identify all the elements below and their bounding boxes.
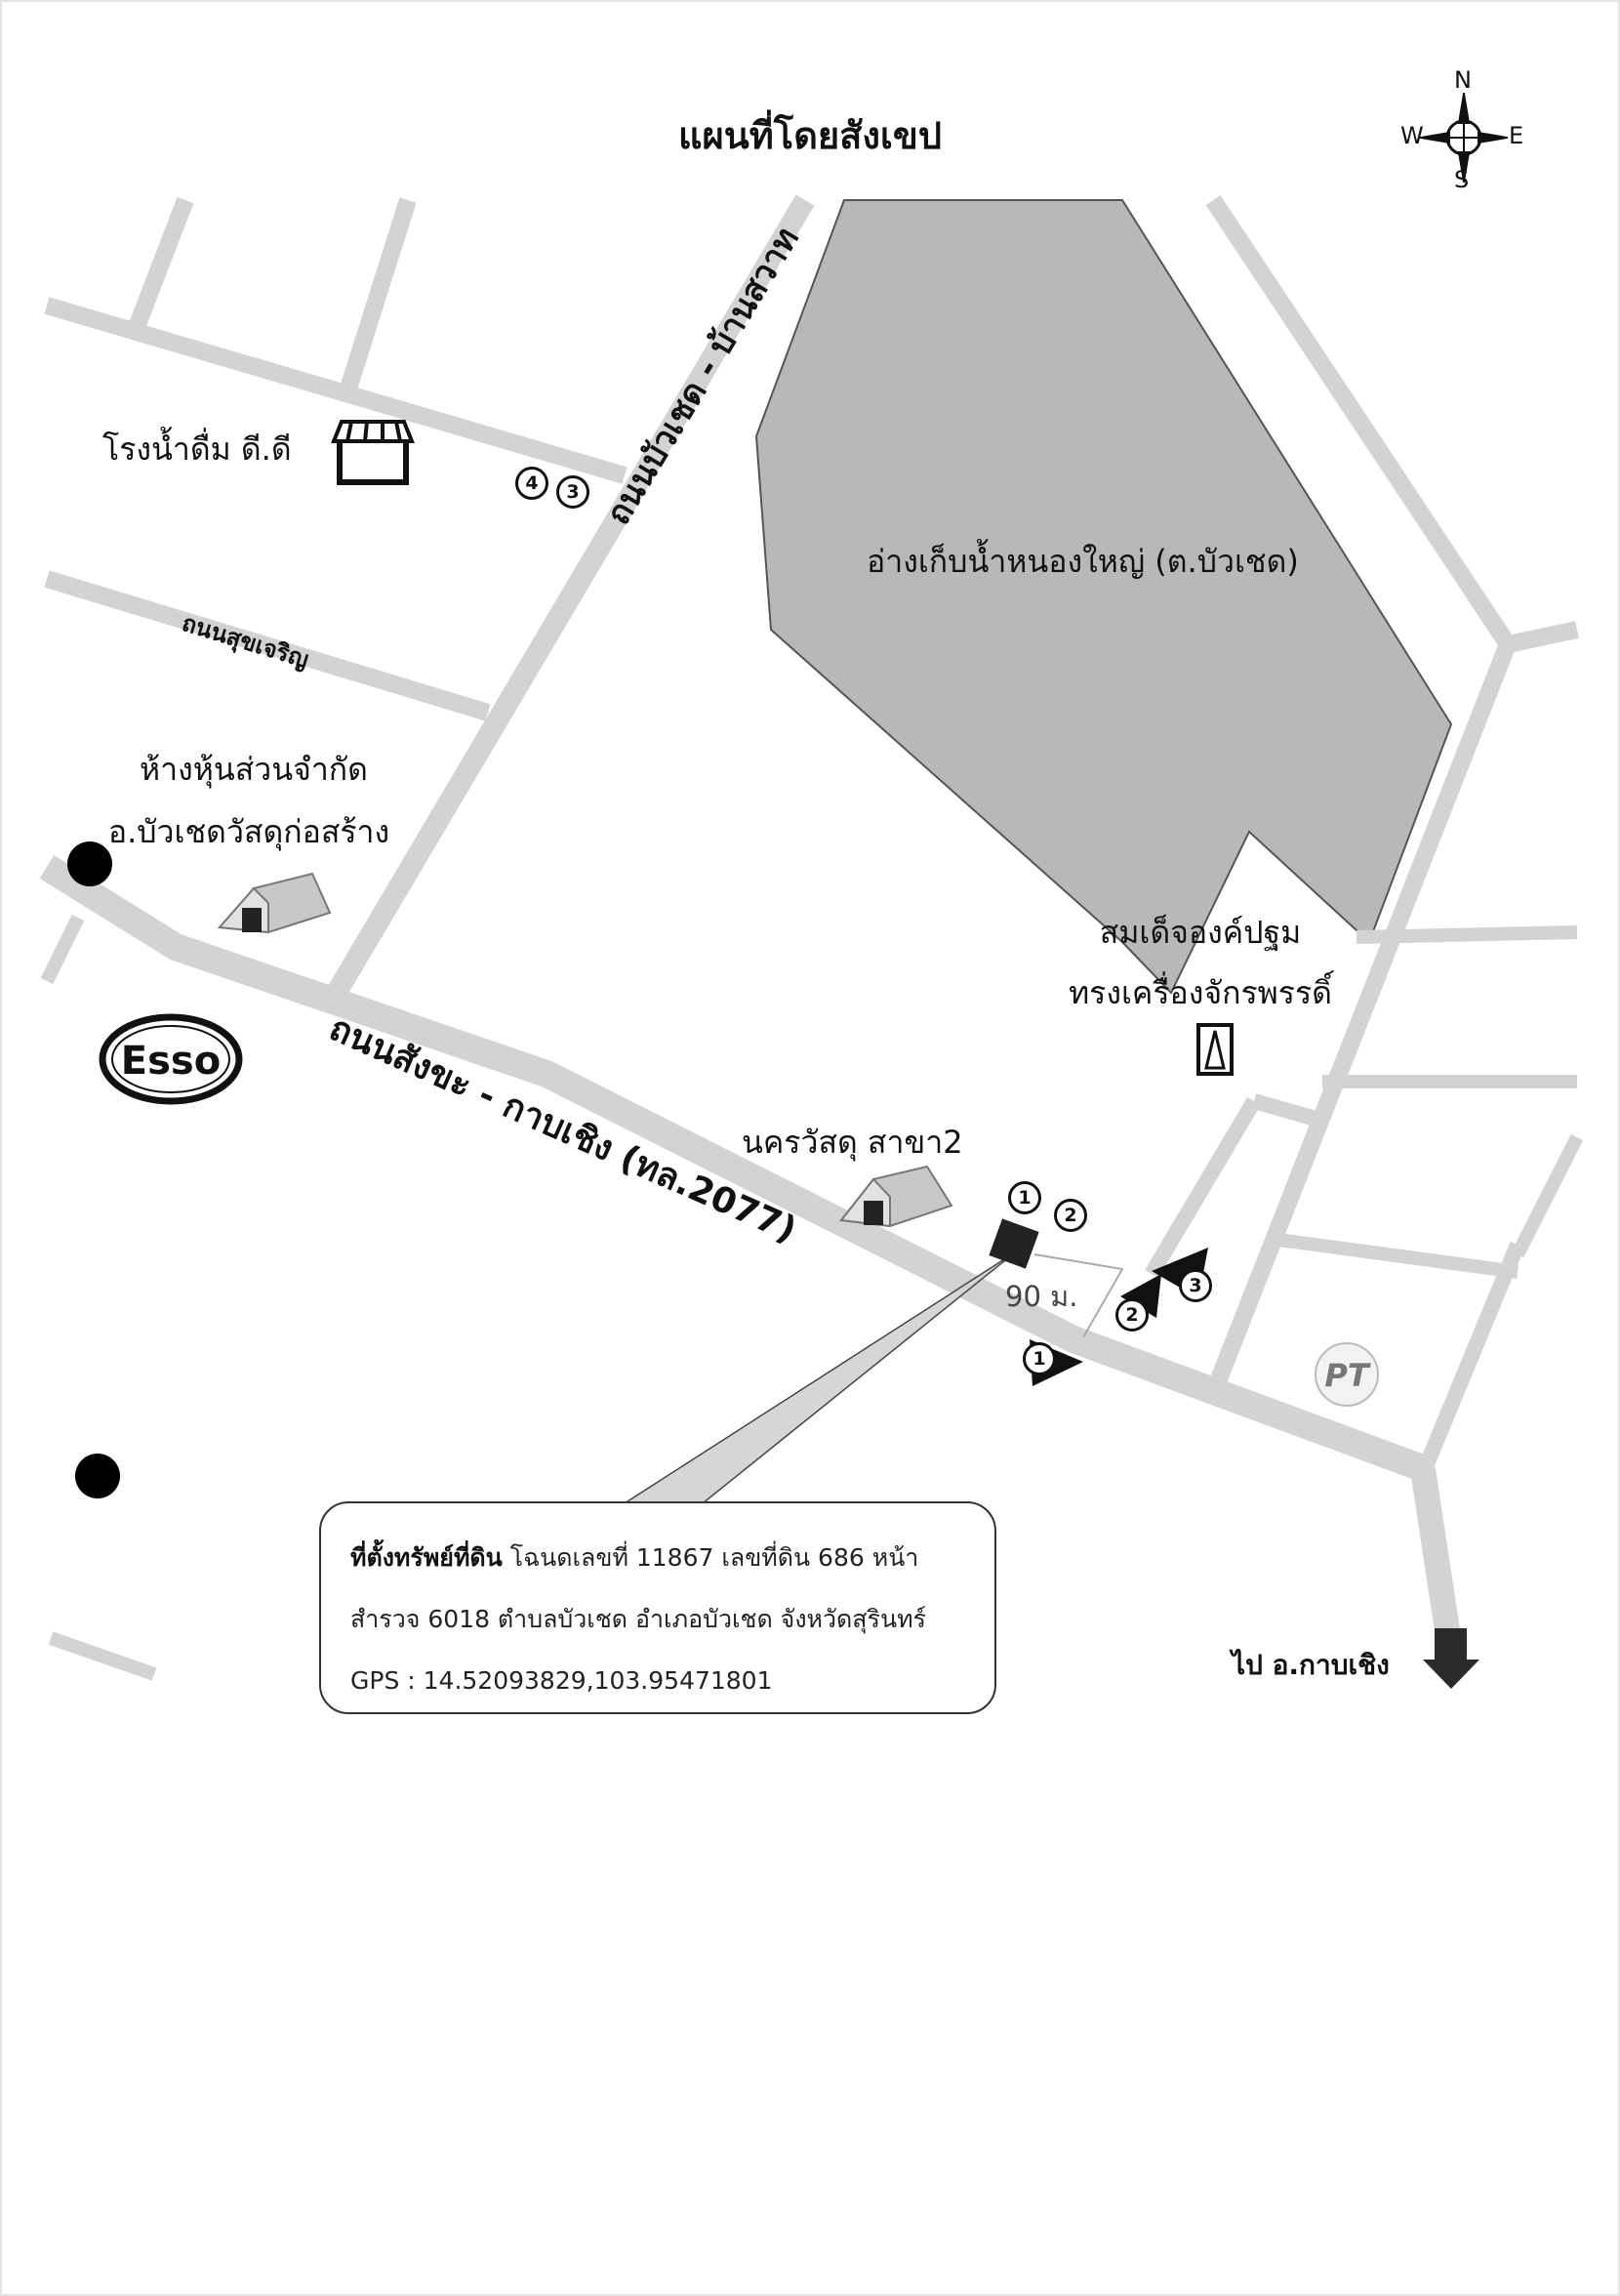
photo-marker-3-on-road: 3 <box>1179 1269 1212 1302</box>
compass-n: N <box>1454 66 1472 94</box>
esso-logo-text: Esso <box>121 1039 221 1084</box>
label-monument-line2: ทรงเครื่องจักรพรรดิ์ <box>1069 974 1332 1011</box>
photo-marker-3-top: 3 <box>556 475 589 509</box>
road-label-suk-charoen: ถนนสุขเจริญ <box>179 609 312 676</box>
compass-w: W <box>1400 122 1424 149</box>
map-title: แผนที่โดยสังเขป <box>678 114 942 157</box>
photo-marker-2-on-road: 2 <box>1115 1298 1149 1332</box>
pt-logo-icon: PT <box>1315 1342 1379 1407</box>
property-info-line1: ที่ตั้งทรัพย์ที่ดิน โฉนดเลขที่ 11867 เลข… <box>350 1527 994 1588</box>
road-network <box>39 194 1584 1681</box>
road-label-sangkha-kap-choeng: ถนนสังขะ - กาบเชิง (ทล.2077) <box>323 1008 802 1250</box>
property-info-line2: สำรวจ 6018 ตำบลบัวเชด อำเภอบัวเชด จังหวั… <box>350 1605 926 1633</box>
compass-e: E <box>1509 122 1524 149</box>
property-gps: GPS : 14.52093829,103.95471801 <box>350 1666 773 1695</box>
photo-marker-4-top: 4 <box>515 467 548 500</box>
warehouse-icon-nakhon <box>839 1165 953 1228</box>
reservoir-area <box>754 199 1453 995</box>
view-arrow-2 <box>1120 1274 1161 1318</box>
pt-logo-text: PT <box>1324 1357 1370 1394</box>
property-callout-wedge <box>622 1251 1016 1504</box>
to-kap-choeng-arrow <box>1423 1628 1479 1689</box>
property-heading: ที่ตั้งทรัพย์ที่ดิน <box>350 1543 503 1572</box>
punch-hole <box>67 841 112 886</box>
compass-s: S <box>1454 166 1470 193</box>
property-info-box: ที่ตั้งทรัพย์ที่ดิน โฉนดเลขที่ 11867 เลข… <box>319 1501 996 1714</box>
warehouse-icon-hardware <box>217 872 332 934</box>
distance-label: 90 ม. <box>1005 1280 1077 1313</box>
compass-icon <box>1420 93 1508 183</box>
punch-hole <box>75 1454 120 1498</box>
property-marker <box>989 1218 1039 1269</box>
photo-marker-2-at-property: 2 <box>1054 1199 1087 1232</box>
shop-icon <box>331 420 415 485</box>
distance-dimension-line <box>1033 1253 1124 1338</box>
label-hardware-line2: อ.บัวเชดวัสดุก่อสร้าง <box>107 813 390 850</box>
label-nakhon-wasadu: นครวัสดุ สาขา2 <box>742 1124 963 1161</box>
label-to-kap-choeng: ไป อ.กาบเชิง <box>1232 1649 1390 1681</box>
photo-marker-1-at-property: 1 <box>1008 1181 1041 1214</box>
monument-icon <box>1196 1023 1234 1076</box>
label-hardware-line1: ห้างหุ้นส่วนจำกัด <box>140 751 368 788</box>
label-reservoir: อ่างเก็บน้ำหนองใหญ่ (ต.บัวเชด) <box>867 543 1299 580</box>
esso-logo-icon: Esso <box>99 1013 243 1105</box>
label-monument-line1: สมเด็จองค์ปฐม <box>1099 914 1302 951</box>
photo-marker-1-on-road: 1 <box>1023 1342 1056 1375</box>
label-water-factory: โรงน้ำดื่ม ดี.ดี <box>102 430 292 468</box>
property-deed-info: โฉนดเลขที่ 11867 เลขที่ดิน 686 หน้า <box>502 1543 919 1572</box>
